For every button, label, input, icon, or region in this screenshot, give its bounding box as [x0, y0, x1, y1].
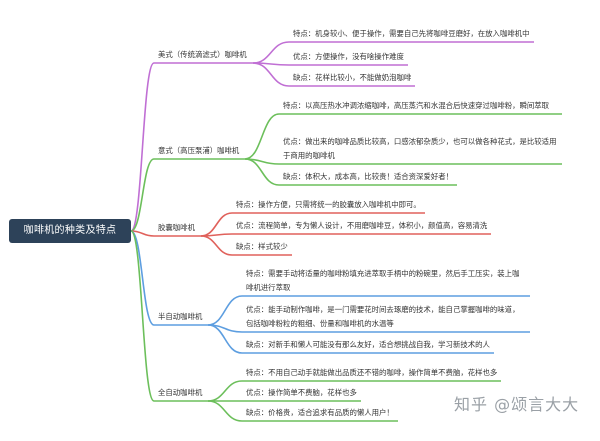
branch-to-detail-connector: [252, 41, 290, 64]
branch-label-capsule-machine[interactable]: 胶囊咖啡机: [158, 223, 195, 232]
detail-semi-auto-pros: 优点：能手动制作咖啡，是一门需要花时间去琢磨的技术，能自己掌握咖啡的味道，包括咖…: [246, 305, 520, 328]
branch-to-detail-connector: [244, 113, 280, 160]
branch-to-detail-connector: [200, 235, 233, 256]
detail-capsule-pros: 优点：流程简单，专为懒人设计，不用磨咖啡豆，体积小，颜值高，容易清洗: [236, 221, 488, 230]
detail-drip-features: 特点：机身较小、便于操作，需要自己先将咖啡豆磨好，在放入咖啡机中: [293, 29, 530, 38]
root-node[interactable]: 咖啡机的种类及特点: [9, 219, 131, 243]
branch-to-detail-connector: [244, 158, 280, 186]
branch-label-drip-coffee-machine[interactable]: 美式（传统滴滤式）咖啡机: [158, 50, 247, 59]
detail-semi-auto-features: 特点：需要手动将适量的咖啡粉填充进萃取手柄中的粉碗里，然后手工压实，装上咖啡机进…: [246, 269, 520, 292]
detail-espresso-pros: 优点：做出来的咖啡品质比较高，口感浓郁杂质少，也可以做各种花式，是比较适用于商用…: [283, 137, 557, 160]
branch-to-detail-connector: [207, 324, 243, 354]
detail-drip-cons: 缺点：花样比较小，不能做奶泡咖啡: [293, 73, 412, 82]
branch-label-semi-automatic-machine[interactable]: 半自动咖啡机: [158, 312, 203, 321]
detail-full-auto-pros: 优点：操作简单不费脑，花样也多: [246, 388, 357, 397]
root-to-branch-connector: [130, 230, 155, 326]
branch-label-fully-automatic-machine[interactable]: 全自动咖啡机: [158, 388, 203, 397]
detail-full-auto-features: 特点：不用自己动手就能做出品质还不错的咖啡，操作简单不费脑，花样也多: [246, 368, 498, 377]
root-to-branch-connector: [130, 158, 155, 232]
branch-label-espresso-machine[interactable]: 意式（高压泵浦）咖啡机: [158, 146, 240, 155]
detail-espresso-features: 特点：以高压热水冲调浓缩咖啡，高压蒸汽和水混合后快速穿过咖啡粉，瞬间萃取: [283, 101, 550, 110]
detail-full-auto-cons: 缺点：价格贵，适合追求有品质的懒人用户！: [246, 408, 394, 417]
branch-to-detail-connector: [207, 380, 243, 402]
zhihu-watermark: 知乎 @颂言大大: [454, 395, 580, 414]
branch-to-detail-connector: [207, 295, 243, 326]
detail-drip-pros: 优点：方便操作，没有啥操作难度: [293, 52, 404, 61]
detail-capsule-features: 特点：操作方便，只需将统一的胶囊放入咖啡机中即可。: [236, 200, 421, 209]
root-to-branch-connector: [130, 230, 155, 402]
root-to-branch-connector: [130, 230, 155, 237]
root-to-branch-connector: [130, 62, 155, 232]
branch-to-detail-connector: [252, 62, 290, 87]
branch-to-detail-connector: [200, 212, 233, 237]
detail-semi-auto-cons: 缺点：对新手和懒人可能没有那么友好，适合想挑战自我，学习新技术的人: [246, 340, 490, 349]
branch-to-detail-connector: [207, 400, 243, 422]
detail-capsule-cons: 缺点：样式较少: [236, 242, 288, 251]
detail-espresso-cons: 缺点：体积大，成本高，比较贵！适合资深爱好者！: [283, 172, 453, 181]
